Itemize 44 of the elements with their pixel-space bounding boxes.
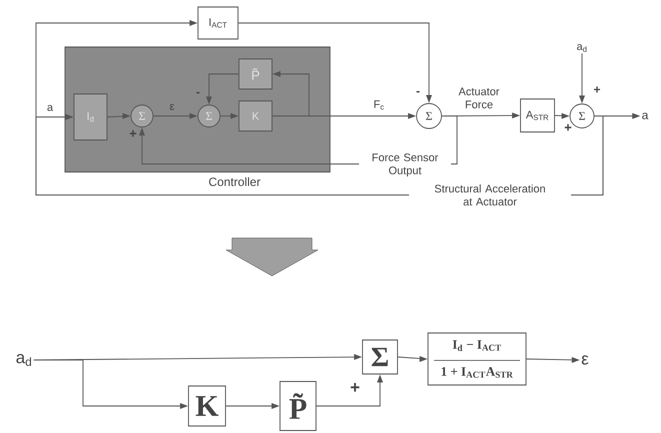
signal-label: a$_{d}$	[16, 354, 32, 366]
arrow	[594, 113, 640, 119]
sign-label: +	[350, 383, 360, 392]
arrow	[153, 113, 198, 119]
summing-junction: Σ	[416, 103, 442, 129]
signal-label: a	[642, 112, 648, 120]
block-box: P̃	[280, 381, 316, 431]
arrow	[554, 113, 570, 119]
edge-label: Structural Acceleration at Actuator	[409, 183, 571, 207]
arrow	[398, 356, 428, 362]
block-box: I$_{ACT}$	[198, 6, 238, 40]
summing-junction: Σ	[130, 104, 154, 128]
arrow	[107, 113, 131, 119]
sign-label: +	[594, 86, 600, 93]
arrow	[206, 74, 239, 105]
node-label: Controller	[209, 177, 260, 186]
block-box: K	[238, 100, 272, 132]
arrow	[220, 113, 239, 119]
arrow	[316, 374, 383, 406]
edge-label: a	[47, 105, 54, 111]
arrow	[226, 403, 280, 409]
sign-label: -	[416, 91, 420, 92]
sign-label: +	[564, 124, 572, 131]
arrow	[579, 52, 585, 104]
block-box: K	[188, 386, 226, 426]
arrow	[272, 113, 416, 119]
block-box: A$_{STR}$	[520, 98, 555, 132]
block-box: P̃	[238, 58, 272, 90]
arrow	[33, 360, 188, 409]
transfer-function-box: I$_{d}$ − I$_{ACT}$ 1 + I$_{ACT}$A$_{STR}$	[428, 332, 526, 386]
arrow	[526, 357, 580, 363]
arrow	[272, 71, 310, 116]
sign-label: +	[130, 130, 136, 137]
edge-label: F$_{c}$	[374, 100, 384, 110]
edge-label: Actuator Force	[458, 88, 500, 108]
arrow	[238, 22, 432, 104]
block-box: I$_{d}$	[74, 94, 108, 140]
signal-label: ε	[582, 355, 588, 365]
signal-label: a$_{d}$	[577, 44, 586, 52]
block-box: Σ	[362, 340, 398, 374]
edge-label: Force Sensor Output	[359, 152, 451, 178]
sign-label: -	[196, 92, 200, 94]
edge-label: ε	[170, 104, 174, 110]
summing-junction: Σ	[198, 104, 220, 128]
